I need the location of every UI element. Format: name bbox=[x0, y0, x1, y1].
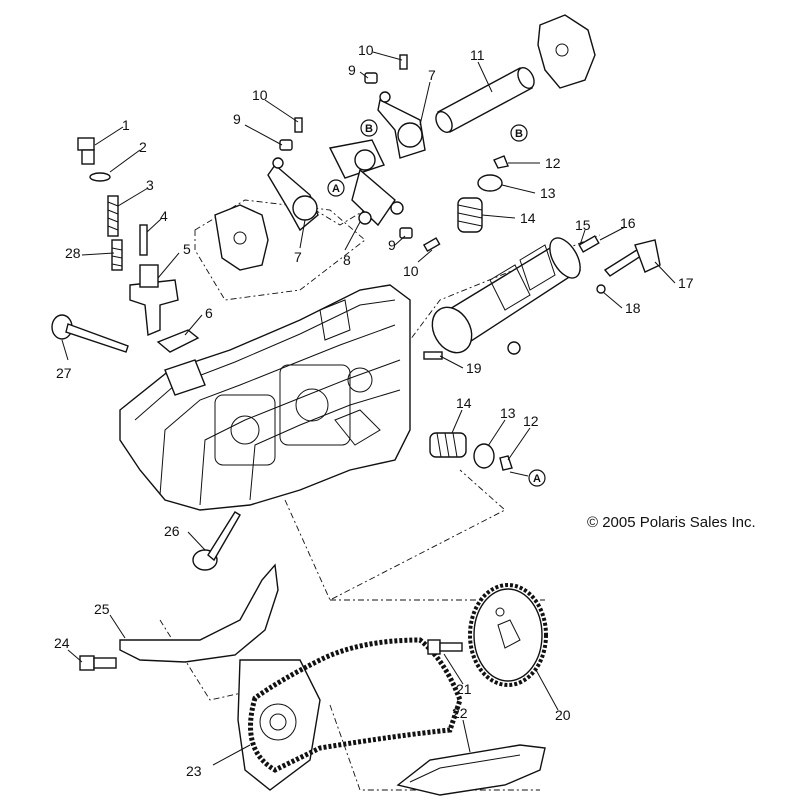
callout-7-right: 7 bbox=[428, 67, 436, 83]
part-16-pin bbox=[578, 235, 600, 253]
part-23-cam-chain bbox=[248, 637, 463, 773]
ref-a-circle-top: A bbox=[327, 179, 345, 197]
callout-8: 8 bbox=[343, 252, 351, 268]
part-21-bolt bbox=[427, 639, 463, 655]
callout-16: 16 bbox=[620, 215, 636, 231]
callout-18: 18 bbox=[625, 300, 641, 316]
part-9-nut-left bbox=[279, 139, 293, 151]
svg-text:A: A bbox=[332, 183, 340, 195]
callout-11: 11 bbox=[470, 47, 485, 63]
head-lower-outline bbox=[284, 469, 506, 601]
callout-10-mid: 10 bbox=[403, 263, 419, 279]
part-12-keeper-top bbox=[493, 155, 509, 169]
cam-nut bbox=[507, 341, 521, 355]
callout-21: 21 bbox=[456, 681, 472, 697]
callout-28: 28 bbox=[65, 245, 81, 261]
part-22-chain-guide bbox=[396, 744, 546, 796]
callout-6: 6 bbox=[205, 305, 213, 321]
part-9-nut-mid bbox=[399, 227, 413, 239]
part-25-chain-guide bbox=[119, 563, 279, 663]
part-24-bolt bbox=[79, 655, 117, 671]
copyright-notice: © 2005 Polaris Sales Inc. bbox=[587, 514, 756, 531]
callout-20: 20 bbox=[555, 707, 571, 723]
callout-9-mid: 9 bbox=[388, 237, 396, 253]
leader-lines bbox=[61, 51, 676, 766]
part-11-rocker-shaft bbox=[435, 67, 535, 133]
callout-7-left: 7 bbox=[294, 249, 302, 265]
part-5-tensioner bbox=[129, 264, 179, 337]
part-2-washer bbox=[89, 172, 111, 182]
part-10-screw-top bbox=[399, 54, 408, 70]
ref-a-circle-right: A bbox=[528, 469, 546, 487]
part-28-bolt bbox=[111, 239, 123, 271]
part-4-pin bbox=[139, 224, 148, 256]
part-14-spring-top bbox=[457, 197, 483, 233]
part-7-rocker-right bbox=[377, 91, 426, 159]
svg-text:B: B bbox=[515, 128, 523, 140]
callout-4: 4 bbox=[160, 208, 168, 224]
part-13-retainer-top bbox=[477, 174, 503, 192]
callout-24: 24 bbox=[54, 635, 70, 651]
part-10-screw-mid bbox=[422, 237, 441, 253]
callout-25: 25 bbox=[94, 601, 110, 617]
callout-13-top: 13 bbox=[540, 185, 556, 201]
part-19-pin bbox=[423, 351, 443, 360]
part-27-valve bbox=[51, 314, 129, 353]
callout-17: 17 bbox=[678, 275, 694, 291]
callout-14-lower: 14 bbox=[456, 395, 472, 411]
ref-b-circle-top: B bbox=[360, 119, 378, 137]
part-1-bolt bbox=[77, 137, 95, 165]
svg-text:A: A bbox=[533, 473, 541, 485]
callout-2: 2 bbox=[139, 139, 147, 155]
callout-10-left: 10 bbox=[252, 87, 268, 103]
callout-13-lower: 13 bbox=[500, 405, 516, 421]
part-20-cam-sprocket bbox=[468, 583, 548, 687]
callout-26: 26 bbox=[164, 523, 180, 539]
callout-15: 15 bbox=[575, 217, 591, 233]
callout-10-top: 10 bbox=[358, 42, 374, 58]
part-13-retainer-lower bbox=[473, 443, 495, 469]
callout-23: 23 bbox=[186, 763, 202, 779]
callout-5: 5 bbox=[183, 241, 191, 257]
camshaft bbox=[431, 237, 582, 354]
part-10-screw-left bbox=[294, 117, 303, 133]
part-6-gasket bbox=[156, 329, 200, 353]
part-26-valve bbox=[192, 511, 241, 571]
callout-14-top: 14 bbox=[520, 210, 536, 226]
svg-text:B: B bbox=[365, 123, 373, 135]
callout-12-lower: 12 bbox=[523, 413, 539, 429]
cylinder-head bbox=[119, 284, 411, 511]
callout-9-top: 9 bbox=[348, 62, 356, 78]
part-14-spring-lower bbox=[429, 432, 467, 458]
ref-b-circle-right: B bbox=[510, 124, 528, 142]
callout-27: 27 bbox=[56, 365, 72, 381]
head-assembly-outline bbox=[194, 199, 366, 301]
part-18-clip bbox=[596, 284, 606, 294]
part-8-rocker-center bbox=[328, 139, 404, 227]
callout-1: 1 bbox=[122, 117, 130, 133]
callout-3: 3 bbox=[146, 177, 154, 193]
callout-9-left: 9 bbox=[233, 111, 241, 127]
part-3-spring bbox=[107, 195, 119, 237]
part-12-keeper-lower bbox=[499, 455, 513, 471]
cam-cover-bracket bbox=[537, 14, 596, 89]
head-bracket bbox=[214, 204, 269, 271]
part-7-rocker-left bbox=[267, 157, 319, 232]
callout-labels: 1 2 3 4 5 6 28 27 10 9 7 8 9 10 10 9 7 1… bbox=[54, 42, 694, 779]
callout-19: 19 bbox=[466, 360, 482, 376]
callout-12-top: 12 bbox=[545, 155, 561, 171]
part-17-decomp-shaft bbox=[603, 239, 661, 277]
callout-22: 22 bbox=[452, 705, 468, 721]
part-9-nut-top bbox=[364, 72, 378, 84]
